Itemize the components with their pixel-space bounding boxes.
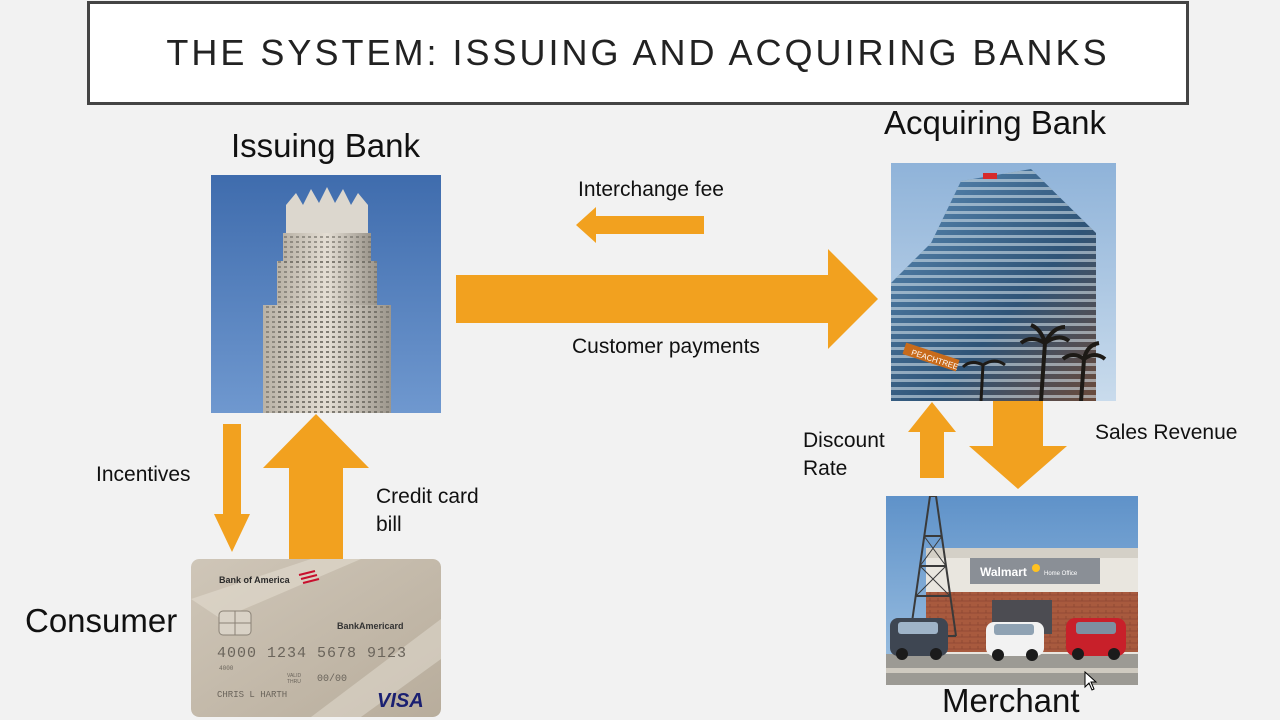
acquiring-bank-label: Acquiring Bank	[884, 104, 1106, 141]
card-network-logo: VISA	[377, 690, 424, 712]
customer-payments-label: Customer payments	[572, 335, 760, 358]
credit-card-bill-label: Credit card bill	[376, 483, 479, 539]
sales-revenue-arrow	[968, 400, 1068, 490]
discount-rate-line1: Discount	[803, 429, 885, 452]
card-valid-label-2: THRU	[287, 679, 301, 685]
card-bank-name: Bank of America	[219, 575, 291, 585]
slide-title-box: THE SYSTEM: ISSUING AND ACQUIRING BANKS	[87, 1, 1189, 105]
sales-revenue-label: Sales Revenue	[1095, 421, 1238, 444]
merchant-label: Merchant	[942, 682, 1080, 719]
acquiring-bank-image: PEACHTREE	[891, 163, 1116, 401]
credit-card-image: Bank of America BankAmericard 4000 1234 …	[191, 559, 441, 717]
credit-card-bill-arrow	[262, 414, 370, 560]
customer-payments-arrow	[456, 249, 880, 349]
incentives-arrow	[213, 424, 251, 554]
consumer-label: Consumer	[25, 602, 178, 639]
store-sign: Walmart	[980, 565, 1027, 579]
card-product-name: BankAmericard	[337, 621, 404, 631]
merchant-image: Walmart Home Office	[886, 496, 1138, 685]
issuing-bank-label: Issuing Bank	[231, 127, 420, 164]
mouse-cursor-icon	[1084, 670, 1098, 696]
slide-title: THE SYSTEM: ISSUING AND ACQUIRING BANKS	[166, 32, 1110, 73]
card-holder: CHRIS L HARTH	[217, 690, 287, 700]
discount-rate-label: Discount Rate	[803, 427, 885, 483]
credit-card-bill-line1: Credit card	[376, 485, 479, 508]
card-number-small: 4000	[219, 665, 234, 672]
card-number: 4000 1234 5678 9123	[217, 645, 407, 662]
issuing-bank-image	[211, 175, 441, 413]
credit-card-bill-line2: bill	[376, 513, 402, 536]
discount-rate-line2: Rate	[803, 457, 848, 480]
card-expiry: 00/00	[317, 673, 347, 685]
store-subsign: Home Office	[1044, 571, 1078, 577]
discount-rate-arrow	[907, 402, 957, 478]
interchange-fee-label: Interchange fee	[578, 178, 724, 201]
interchange-fee-arrow	[576, 207, 706, 243]
card-valid-label-1: VALID	[287, 673, 301, 679]
incentives-label: Incentives	[96, 463, 191, 486]
